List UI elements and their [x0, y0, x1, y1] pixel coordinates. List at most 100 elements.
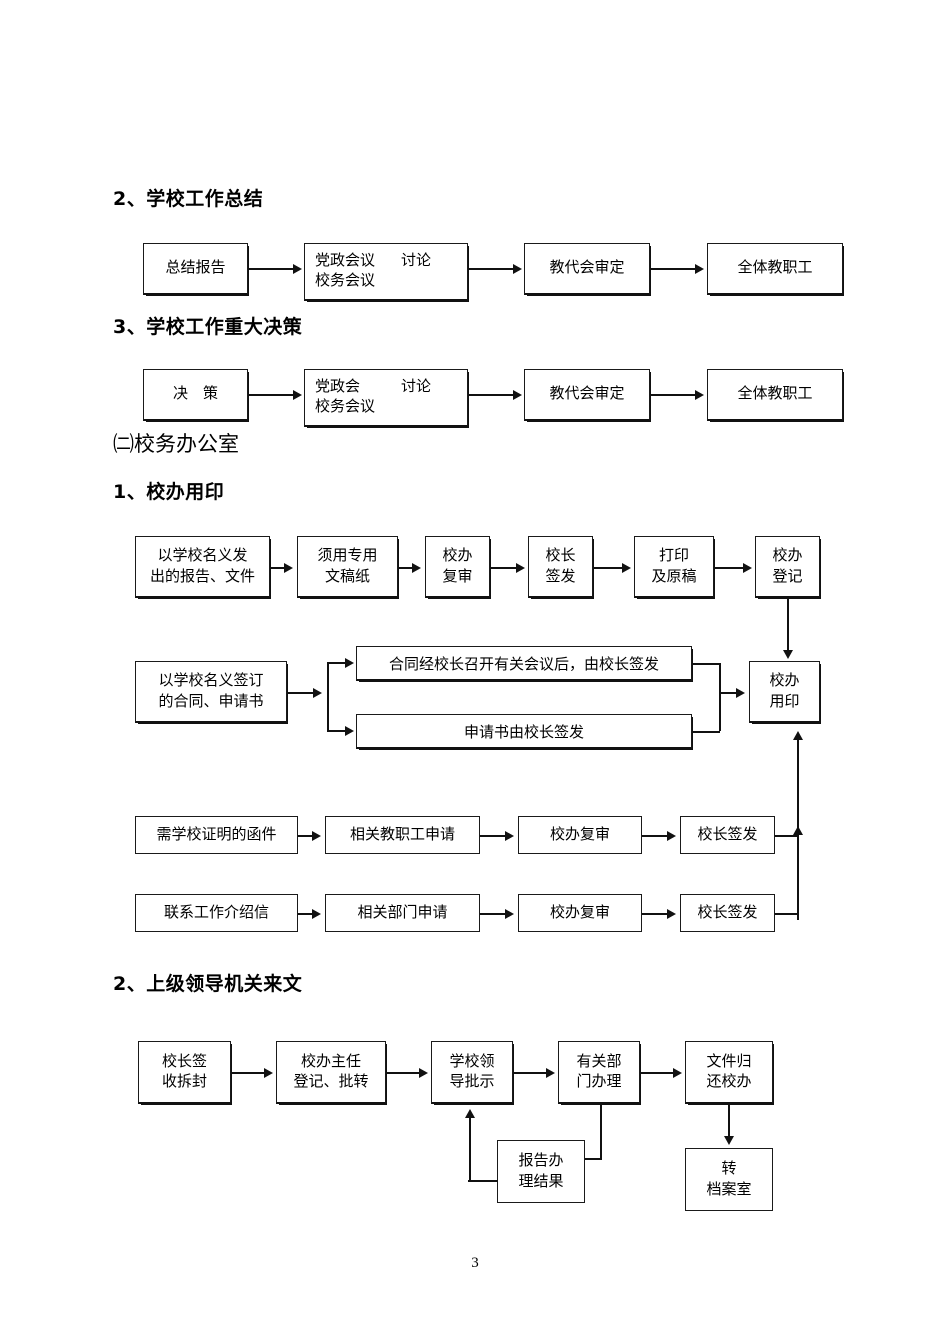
- flow-node-staff-congress-approval: 教代会审定: [524, 243, 650, 295]
- arrowhead-seal-a3: [516, 563, 525, 573]
- flow-node-office-review: 校办 复审: [425, 536, 490, 598]
- flow-node-school-name-documents: 以学校名义发 出的报告、文件: [135, 536, 270, 598]
- flow-node-print-and-original: 打印 及原稿: [634, 536, 714, 598]
- flow-node-all-staff-2: 全体教职工: [707, 369, 843, 421]
- connector-merge-spine: [719, 663, 721, 731]
- flow-node-transfer-to-archive: 转 档案室: [685, 1148, 773, 1211]
- flow-node-office-registration: 校办 登记: [755, 536, 820, 598]
- flow-node-line2: 校务会议: [315, 273, 376, 289]
- connector-decision-1: [248, 394, 296, 396]
- arrowhead-summary-1: [293, 264, 302, 274]
- flow-node-discussion-label: 讨论: [401, 253, 432, 269]
- arrowhead-decision-2: [513, 390, 522, 400]
- flow-node-decision: 决 策: [143, 369, 248, 421]
- flow-node-party-admin-meeting: 党政会议 讨论 校务会议: [304, 243, 468, 301]
- flow-node-return-document-to-office: 文件归 还校办: [685, 1041, 773, 1104]
- connector-seal-down: [787, 598, 789, 653]
- arrowhead-incoming-1: [264, 1068, 273, 1078]
- flow-node-principal-issue: 校长 签发: [528, 536, 593, 598]
- connector-summary-3: [650, 268, 698, 270]
- flow-node-report-result: 报告办 理结果: [497, 1140, 585, 1203]
- arrowhead-report-up: [465, 1109, 475, 1118]
- connector-intro-to-seal: [775, 913, 798, 915]
- flow-node-application-principal-sign: 申请书由校长签发: [356, 714, 692, 749]
- connector-seal-a3: [490, 567, 519, 569]
- arrowhead-seal-a2: [412, 563, 421, 573]
- connector-incoming-3: [513, 1072, 549, 1074]
- connector-letter-3: [642, 835, 670, 837]
- flow-node-all-staff: 全体教职工: [707, 243, 843, 295]
- arrowhead-summary-2: [513, 264, 522, 274]
- connector-summary-1: [248, 268, 296, 270]
- flow-node-line1: 党政会议: [315, 253, 376, 269]
- connector-merge-bottom: [692, 731, 720, 733]
- section-heading-office-seal: 1、校办用印: [113, 481, 225, 503]
- flow-node-office-director-register: 校办主任 登记、批转: [276, 1041, 386, 1104]
- connector-contract-out: [287, 692, 316, 694]
- arrowhead-branch-bottom: [345, 726, 354, 736]
- flow-node-line2: 校务会议: [315, 399, 376, 415]
- arrowhead-seal-down: [783, 650, 793, 659]
- flow-node-summary-report: 总结报告: [143, 243, 248, 295]
- arrowhead-summary-3: [695, 264, 704, 274]
- connector-letter-1: [298, 835, 315, 837]
- flow-node-principal-sign-letter: 校长签发: [680, 816, 775, 854]
- connector-summary-2: [468, 268, 516, 270]
- connector-report-out: [468, 1180, 498, 1182]
- connector-branch-top: [327, 662, 349, 664]
- flow-node-party-admin-meeting-2: 党政会 讨论 校务会议: [304, 369, 468, 427]
- arrowhead-letter-2: [505, 831, 514, 841]
- connector-seal-a4: [593, 567, 625, 569]
- arrowhead-seal-a4: [622, 563, 631, 573]
- arrowhead-letter-3: [667, 831, 676, 841]
- arrowhead-decision-1: [293, 390, 302, 400]
- connector-letter-to-seal: [775, 835, 798, 837]
- arrowhead-decision-3: [695, 390, 704, 400]
- arrowhead-branch-top: [345, 658, 354, 668]
- flow-node-certification-letter: 需学校证明的函件: [135, 816, 298, 854]
- flow-node-special-manuscript-paper: 须用专用 文稿纸: [297, 536, 398, 598]
- arrowhead-seal-a5: [743, 563, 752, 573]
- connector-branch-bottom: [327, 730, 349, 732]
- page-number: 3: [471, 1255, 479, 1271]
- arrowhead-incoming-3: [546, 1068, 555, 1078]
- connector-seal-a1: [270, 567, 287, 569]
- flow-node-office-apply-seal: 校办 用印: [749, 661, 820, 723]
- flow-node-principal-sign-intro: 校长签发: [680, 894, 775, 932]
- arrowhead-merge-out: [736, 688, 745, 698]
- arrowhead-intro-2: [505, 909, 514, 919]
- arrowhead-seal-a1: [284, 563, 293, 573]
- connector-report-up: [469, 1118, 471, 1182]
- connector-decision-2: [468, 394, 516, 396]
- flow-node-intro-letter: 联系工作介绍信: [135, 894, 298, 932]
- connector-intro-1: [298, 913, 315, 915]
- connector-letter-2: [480, 835, 508, 837]
- connector-archive-down: [728, 1104, 730, 1140]
- flow-node-school-name-contracts: 以学校名义签订 的合同、申请书: [135, 661, 287, 723]
- flow-node-staff-congress-approval-2: 教代会审定: [524, 369, 650, 421]
- arrowhead-incoming-2: [419, 1068, 428, 1078]
- arrowhead-intro-3: [667, 909, 676, 919]
- arrowhead-contract-out: [313, 688, 322, 698]
- arrowhead-intro-1: [312, 909, 321, 919]
- connector-incoming-4: [640, 1072, 676, 1074]
- flow-node-discussion-label: 讨论: [401, 379, 432, 395]
- section-heading-major-decision: 3、学校工作重大决策: [113, 316, 303, 338]
- connector-intro-2: [480, 913, 508, 915]
- connector-feedback-down: [600, 1104, 602, 1160]
- arrowhead-incoming-4: [673, 1068, 682, 1078]
- flow-node-office-review-intro: 校办复审: [518, 894, 642, 932]
- arrowhead-letter-up: [793, 826, 803, 835]
- section-heading-school-office: ㈡校务办公室: [113, 432, 239, 456]
- connector-feedback-left: [583, 1158, 601, 1160]
- connector-incoming-2: [386, 1072, 422, 1074]
- flow-node-relevant-department-handle: 有关部 门办理: [558, 1041, 640, 1104]
- arrowhead-archive-down: [724, 1136, 734, 1145]
- flow-node-department-application: 相关部门申请: [325, 894, 480, 932]
- flow-node-school-leader-instruction: 学校领 导批示: [431, 1041, 513, 1104]
- connector-incoming-1: [231, 1072, 267, 1074]
- connector-intro-3: [642, 913, 670, 915]
- section-heading-incoming-documents: 2、上级领导机关来文: [113, 973, 303, 995]
- arrowhead-seal-up: [793, 731, 803, 740]
